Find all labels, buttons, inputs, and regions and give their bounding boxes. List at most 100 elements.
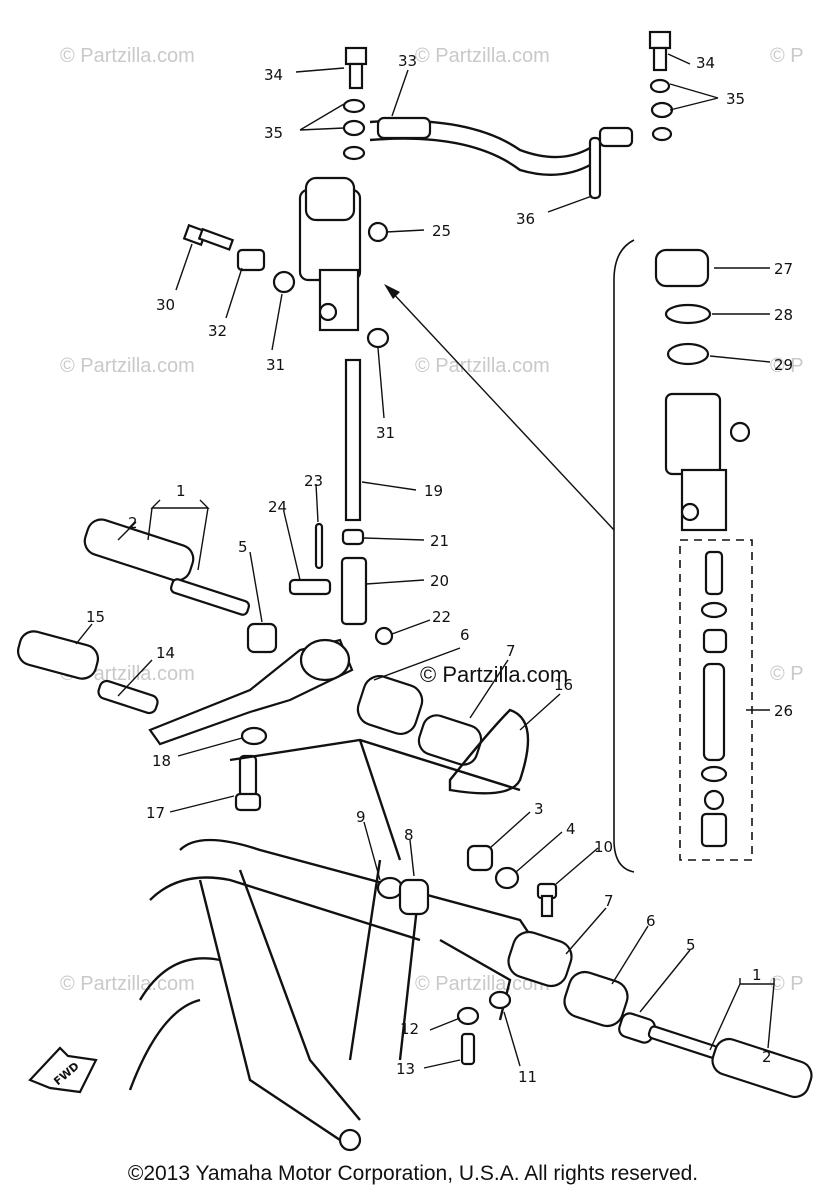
bolt-shank: [540, 894, 554, 918]
callout-6: 6: [460, 626, 470, 644]
frame-tube: [128, 998, 201, 1091]
bushing: [507, 930, 573, 988]
hose-fitting: [376, 116, 432, 140]
bolt: [460, 1032, 476, 1066]
frame-tube: [238, 869, 361, 1121]
callout-27: 27: [774, 260, 793, 278]
footrest-rubber: [83, 518, 195, 582]
callout-10: 10: [594, 838, 613, 856]
footrest-shaft: [647, 1025, 719, 1059]
seal: [700, 601, 728, 619]
callout-2: 2: [128, 514, 138, 532]
reservoir-cap: [654, 248, 710, 288]
frame-tube: [179, 838, 541, 951]
footrest-shaft: [169, 578, 251, 616]
footrest-left: [17, 518, 530, 812]
frame-tube: [348, 859, 382, 1061]
callout-28: 28: [774, 306, 793, 324]
washer: [342, 98, 366, 114]
callout-22: 22: [432, 608, 451, 626]
callout-31: 31: [376, 424, 395, 442]
collar: [398, 878, 430, 916]
clevis: [340, 556, 368, 626]
watermark: © P: [770, 355, 804, 377]
washer: [651, 126, 673, 142]
washer: [650, 101, 674, 119]
callout-17: 17: [146, 804, 165, 822]
bolt-shank: [197, 227, 235, 251]
bracket: [613, 239, 635, 873]
washer: [342, 145, 366, 161]
mounting-eye: [680, 502, 700, 522]
callout-5: 5: [238, 538, 248, 556]
callout-14: 14: [156, 644, 175, 662]
banjo-bolt-left-shank: [348, 62, 364, 90]
callout-26: 26: [774, 702, 793, 720]
banjo-bolt-right-shank: [652, 46, 668, 72]
washer: [649, 78, 671, 94]
callout-36: 36: [516, 210, 535, 228]
diaphragm: [664, 303, 712, 325]
watermark: © Partzilla.com: [60, 45, 195, 67]
callout-5: 5: [686, 936, 696, 954]
mount-hole: [338, 1128, 362, 1152]
callout-15: 15: [86, 608, 105, 626]
nut: [488, 990, 512, 1010]
watermarks: © Partzilla.com © Partzilla.com © P © Pa…: [60, 45, 804, 995]
hose-fitting: [598, 126, 634, 148]
hose-clip: [588, 136, 602, 200]
watermark: © P: [770, 663, 804, 685]
bushing: [417, 714, 483, 766]
kit-box: [679, 539, 753, 861]
arrow-head: [384, 284, 400, 299]
callout-16: 16: [554, 676, 573, 694]
callout-12: 12: [400, 1020, 419, 1038]
callout-4: 4: [566, 820, 576, 838]
washer: [376, 876, 404, 900]
callout-30: 30: [156, 296, 175, 314]
clevis-pin: [288, 578, 332, 596]
washer: [342, 119, 366, 137]
callout-1: 1: [752, 966, 762, 984]
copyright-notice: ©2013 Yamaha Motor Corporation, U.S.A. A…: [127, 1162, 699, 1185]
callout-1: 1: [176, 482, 186, 500]
watermark-center: © Partzilla.com: [420, 662, 568, 687]
reservoir-cap: [304, 176, 356, 222]
mounting-eye: [318, 302, 338, 322]
cotter-pin: [314, 522, 324, 570]
callout-13: 13: [396, 1060, 415, 1078]
cylinder-body: [664, 392, 722, 476]
callout-35: 35: [726, 90, 745, 108]
pedal-boss: [299, 638, 351, 682]
callout-33: 33: [398, 52, 417, 70]
callout-18: 18: [152, 752, 171, 770]
callout-35: 35: [264, 124, 283, 142]
footrest-right: [507, 930, 813, 1099]
watermark: © Partzilla.com: [415, 355, 550, 377]
fwd-arrow: [28, 1046, 98, 1094]
washer: [700, 765, 728, 783]
nut: [341, 528, 365, 546]
boot: [700, 812, 728, 848]
collar: [246, 622, 278, 654]
callout-32: 32: [208, 322, 227, 340]
callout-8: 8: [404, 826, 414, 844]
mounting-eye: [367, 221, 389, 243]
frame-tube: [138, 957, 221, 1001]
callout-21: 21: [430, 532, 449, 550]
watermark: © Partzilla.com: [60, 355, 195, 377]
callouts: 34 33 35 34 35 36 25 30 32 31 31 19 21 2…: [86, 52, 793, 1086]
bolt-head: [234, 792, 262, 812]
callout-9: 9: [356, 808, 366, 826]
return-spring: [448, 708, 530, 795]
watermark: © P: [770, 45, 804, 67]
callout-19: 19: [424, 482, 443, 500]
washer: [456, 1006, 480, 1026]
bushing: [356, 675, 424, 735]
watermark: © Partzilla.com: [415, 45, 550, 67]
cup: [702, 628, 728, 654]
master-cylinder-assembly: [182, 30, 674, 646]
frame-tube: [358, 739, 402, 861]
push-rod: [344, 358, 362, 522]
callout-2: 2: [762, 1048, 772, 1066]
